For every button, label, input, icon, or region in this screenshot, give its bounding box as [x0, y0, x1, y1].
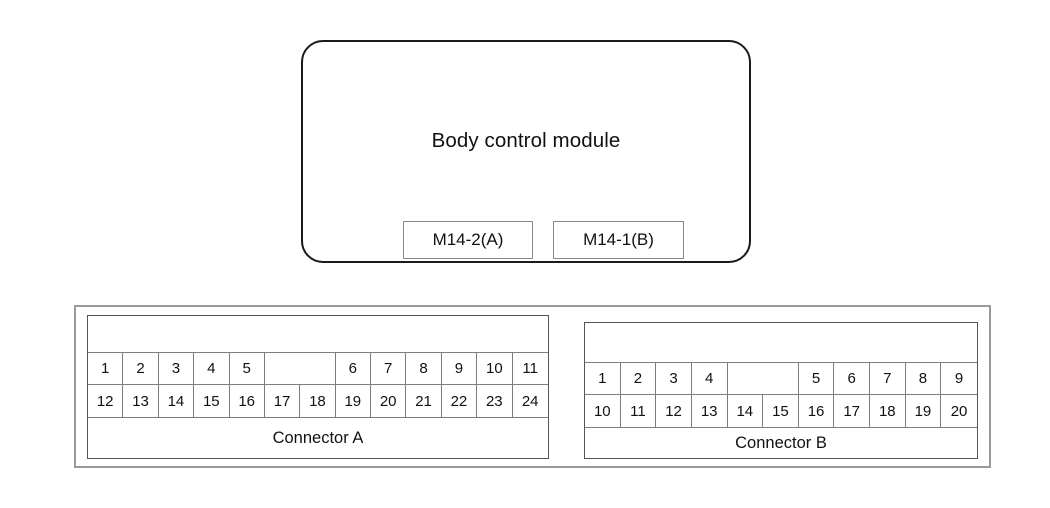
pin-cell: 20 [371, 385, 407, 417]
pin-cell: 19 [906, 395, 942, 427]
connector-tab-a-label: M14-2(A) [432, 230, 504, 249]
pin-cell: 17 [834, 395, 870, 427]
pin-cell: 18 [300, 385, 336, 417]
pin-cell: 5 [230, 353, 265, 384]
connector-tab-a[interactable]: M14-2(A) [403, 221, 533, 259]
pin-cell: 3 [656, 363, 692, 394]
pin-cell: 1 [585, 363, 621, 394]
pin-cell: 13 [123, 385, 159, 417]
pin-cell: 9 [954, 370, 964, 387]
pin-cell: 20 [950, 402, 968, 420]
module-title: Body control module [431, 129, 621, 152]
connector-b-header-strip [585, 323, 977, 363]
connector-b-label: Connector B [735, 433, 827, 452]
pin-cell: 5 [799, 363, 835, 394]
pin-cell: 13 [692, 395, 728, 427]
pin-cell: 16 [230, 385, 265, 417]
pin-cell: 6 [834, 363, 871, 394]
pin-cell: 18 [870, 395, 906, 427]
pin-cell: 11 [621, 395, 657, 427]
pin-cell: 4 [194, 353, 230, 384]
connector-tab-b[interactable]: M14-1(B) [553, 221, 684, 259]
pin-cell: 10 [585, 395, 621, 427]
pin-cell: 23 [477, 385, 513, 417]
pin-cell: 2 [123, 353, 159, 384]
pin-cell: 3 [159, 353, 195, 384]
pin-cell: 4 [692, 363, 728, 394]
pin-cell: 6 [336, 353, 372, 384]
pin-cell: 12 [656, 395, 692, 427]
pin-cell: 15 [194, 385, 230, 417]
pin-cell: 21 [406, 385, 442, 417]
pin-cell: 16 [799, 395, 835, 427]
pin-cell: 22 [442, 385, 478, 417]
pin-cell: 8 [906, 363, 942, 394]
pin-cell: 8 [406, 353, 442, 384]
pin-cell: 10 [477, 353, 513, 384]
pin-cell: 11 [522, 360, 538, 377]
pin-cell: 1 [88, 353, 124, 384]
pin-cell-blank [265, 353, 336, 384]
connector-a-header-strip [88, 316, 548, 353]
pin-cell: 19 [336, 385, 371, 417]
pin-cell: 14 [728, 395, 764, 427]
pin-cell: 12 [88, 385, 124, 417]
pin-cell: 9 [442, 353, 478, 384]
pin-cell: 7 [371, 353, 407, 384]
pin-cell-blank [728, 363, 799, 394]
pin-cell: 2 [621, 363, 657, 394]
connector-tab-b-label: M14-1(B) [583, 230, 654, 249]
pin-cell: 15 [763, 395, 799, 427]
pin-cell: 14 [159, 385, 195, 417]
pin-cell: 7 [870, 363, 906, 394]
connector-a-label: Connector A [272, 428, 364, 447]
pin-cell: 24 [521, 392, 539, 410]
pin-cell: 17 [265, 385, 301, 417]
